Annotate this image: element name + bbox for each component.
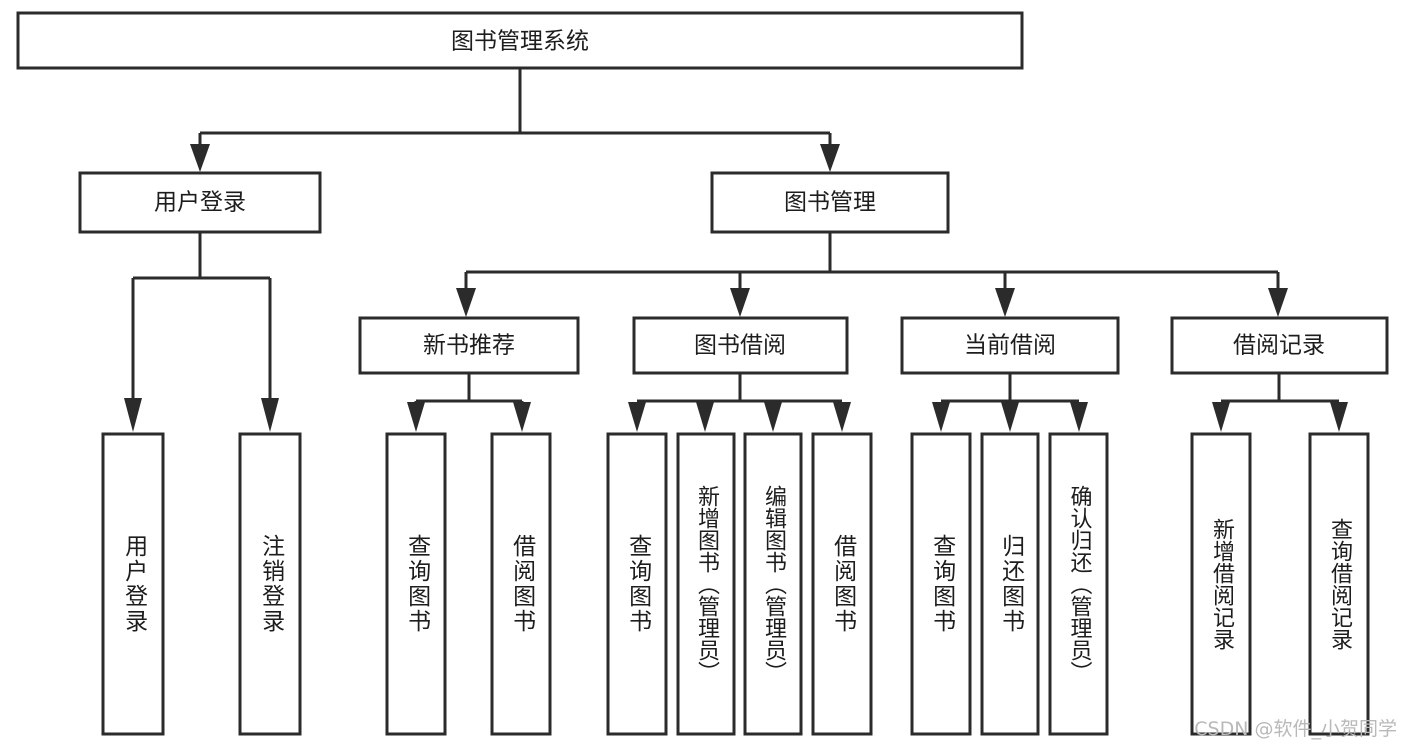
arrow-head-book-management (820, 144, 840, 172)
arrow-head-user-login (190, 144, 210, 172)
arrow-head-new-book-recommend (456, 288, 476, 317)
node-borrow-record-box[interactable] (1170, 316, 1389, 375)
arrow-head-leaf-query-record (1330, 402, 1348, 432)
node-book-borrow[interactable]: 图书借阅 (632, 316, 849, 375)
arrow-head-leaf-logout-login (261, 398, 279, 432)
node-borrow-record-label: 借阅记录 (1233, 333, 1325, 359)
connector-group-book-management (456, 232, 1288, 317)
connector-group-root (190, 68, 840, 172)
node-current-borrow-label: 当前借阅 (964, 333, 1056, 359)
connector-group-borrow-record (1212, 373, 1348, 432)
node-leaf-query-book-1-box[interactable] (385, 432, 447, 736)
node-book-management-label: 图书管理 (784, 190, 876, 216)
arrow-head-leaf-query-book-1 (407, 402, 425, 432)
node-root-box[interactable] (16, 11, 1024, 70)
arrow-head-leaf-add-record (1212, 402, 1230, 432)
node-leaf-query-book-3-box[interactable] (910, 432, 972, 736)
arrow-head-leaf-query-book-3 (932, 402, 950, 432)
node-leaf-add-book-box[interactable] (676, 432, 736, 736)
node-root-label: 图书管理系统 (451, 29, 589, 55)
node-leaf-logout-login-box[interactable] (238, 432, 302, 736)
node-current-borrow-box[interactable] (900, 316, 1120, 375)
node-leaf-query-record-box[interactable] (1308, 432, 1370, 736)
node-leaf-confirm-return-box[interactable] (1048, 432, 1109, 736)
node-leaf-user-login-box[interactable] (101, 432, 165, 736)
arrow-head-leaf-borrow-book-2 (833, 402, 851, 432)
arrow-head-leaf-return-book (1001, 402, 1019, 432)
node-new-book-recommend-label: 新书推荐 (423, 333, 515, 359)
arrow-head-leaf-user-login (124, 398, 142, 432)
node-root[interactable]: 图书管理系统 (16, 11, 1024, 70)
node-book-management[interactable]: 图书管理 (710, 171, 950, 234)
node-user-login-box[interactable] (78, 171, 322, 234)
arrow-head-leaf-borrow-book-1 (513, 402, 531, 432)
node-leaf-borrow-book-2-box[interactable] (811, 432, 873, 736)
node-borrow-record[interactable]: 借阅记录 (1170, 316, 1389, 375)
node-book-borrow-label: 图书借阅 (694, 333, 786, 359)
node-leaf-add-record-box[interactable] (1190, 432, 1252, 736)
node-book-management-box[interactable] (710, 171, 950, 234)
node-book-borrow-box[interactable] (632, 316, 849, 375)
connector-group-current-borrow (932, 373, 1088, 432)
connector-group-user-login (124, 232, 279, 432)
node-user-login-label: 用户登录 (154, 190, 246, 216)
arrow-head-leaf-confirm-return (1070, 402, 1088, 432)
leaf-boxes (101, 432, 1370, 736)
arrow-head-current-borrow (995, 288, 1015, 317)
node-current-borrow[interactable]: 当前借阅 (900, 316, 1120, 375)
node-leaf-borrow-book-1-box[interactable] (490, 432, 552, 736)
node-leaf-query-book-2-box[interactable] (606, 432, 668, 736)
connector-group-book-borrow (628, 373, 851, 432)
arrow-head-book-borrow (730, 288, 750, 317)
arrow-head-leaf-edit-book (764, 402, 782, 432)
connector-group-new-book-recommend (407, 373, 531, 432)
node-leaf-return-book-box[interactable] (980, 432, 1040, 736)
node-leaf-edit-book-box[interactable] (743, 432, 803, 736)
node-new-book-recommend-box[interactable] (358, 316, 580, 375)
arrow-head-leaf-add-book (696, 402, 714, 432)
arrow-head-borrow-record (1268, 288, 1288, 317)
arrow-head-leaf-query-book-2 (628, 402, 646, 432)
node-new-book-recommend[interactable]: 新书推荐 (358, 316, 580, 375)
node-user-login[interactable]: 用户登录 (78, 171, 322, 234)
